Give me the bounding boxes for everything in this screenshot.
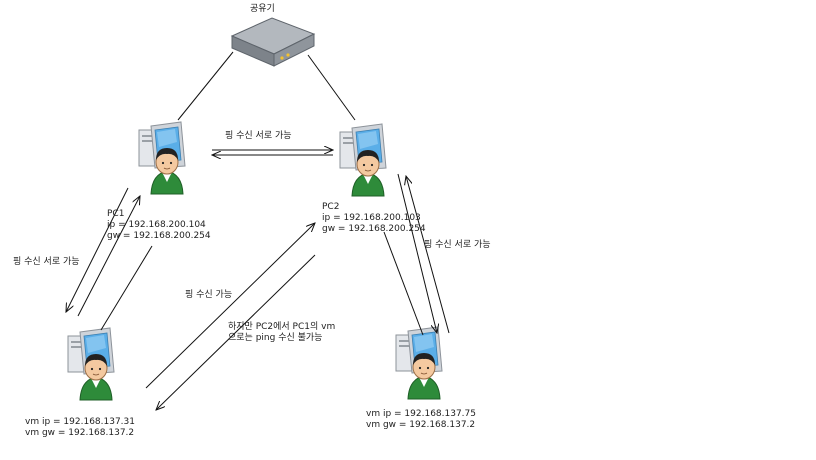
router-icon	[230, 17, 316, 67]
pc2-ip: ip = 192.168.200.103	[322, 213, 421, 223]
arrow-vm1-to-pc2	[145, 223, 315, 389]
pc1-gw: gw = 192.168.200.254	[107, 231, 211, 241]
pc1-name: PC1	[107, 209, 125, 219]
vm2-ip: vm ip = 192.168.137.75	[366, 409, 476, 419]
link-pc2-vm2	[383, 231, 424, 336]
note-line-1: 하지만 PC2에서 PC1의 vm	[228, 322, 336, 332]
router-label: 공유기	[250, 4, 275, 14]
link-router-pc1	[177, 51, 234, 121]
label-pc1-pc2: 핑 수신 서로 가능	[225, 131, 292, 141]
note-line-2: 으로는 ping 수신 불가능	[228, 333, 323, 343]
pc2-gw: gw = 192.168.200.254	[322, 224, 426, 234]
pc2-user-pc-icon	[339, 123, 387, 197]
arrow-pc1-to-vm1	[66, 187, 129, 312]
pc1-ip: ip = 192.168.200.104	[107, 220, 206, 230]
label-pc2-vm2: 핑 수신 서로 가능	[424, 240, 491, 250]
vm1-info: vm ip = 192.168.137.31 vm gw = 192.168.1…	[25, 417, 135, 439]
vm2-user-pc-icon	[395, 326, 443, 400]
label-pc1-vm1: 핑 수신 서로 가능	[13, 257, 80, 267]
arrow-pc2-to-vm2	[397, 173, 437, 333]
link-pc1-vm1	[100, 245, 153, 331]
vm2-info: vm ip = 192.168.137.75 vm gw = 192.168.1…	[366, 409, 476, 431]
link-router-pc2	[307, 54, 356, 121]
pc1-user-pc-icon	[138, 121, 186, 195]
pc1-info: PC1 ip = 192.168.200.104 gw = 192.168.20…	[107, 209, 211, 242]
vm1-user-pc-icon	[67, 327, 115, 401]
vm1-gw: vm gw = 192.168.137.2	[25, 428, 135, 438]
pc2-info: PC2 ip = 192.168.200.103 gw = 192.168.20…	[322, 202, 426, 235]
arrow-vm1-to-pc1	[77, 196, 140, 317]
arrow-vm2-to-pc2	[406, 176, 450, 334]
note: 하지만 PC2에서 PC1의 vm 으로는 ping 수신 불가능	[228, 322, 335, 344]
vm2-gw: vm gw = 192.168.137.2	[366, 420, 476, 430]
arrow-pc2-to-vm1	[156, 254, 316, 410]
pc2-name: PC2	[322, 202, 340, 212]
label-vm1-pc2: 핑 수신 가능	[185, 290, 233, 300]
vm1-ip: vm ip = 192.168.137.31	[25, 417, 135, 427]
